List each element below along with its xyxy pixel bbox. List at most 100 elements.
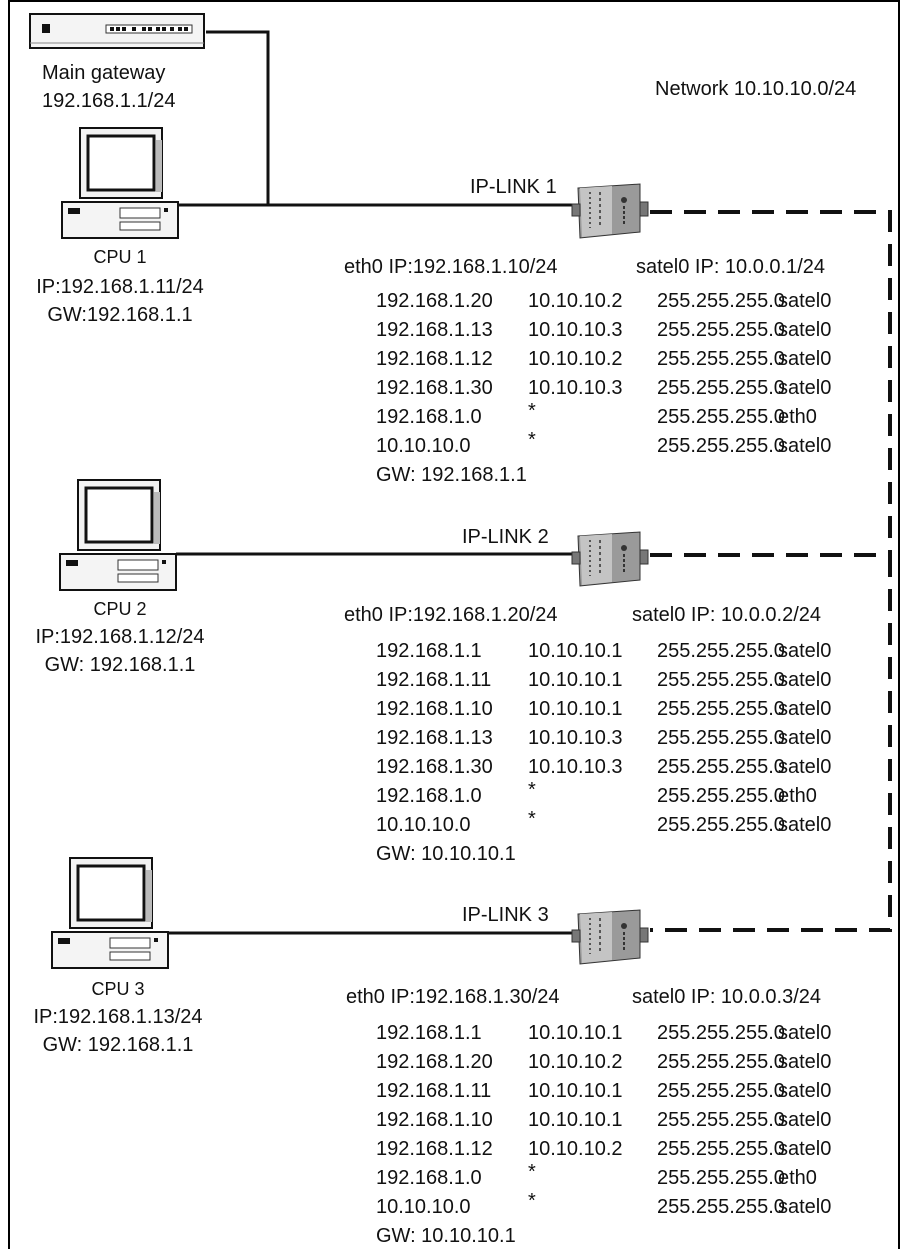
- route-interface: satel0: [778, 756, 832, 778]
- radio-link-3: [650, 555, 892, 932]
- route-interface: satel0: [778, 1080, 832, 1102]
- route-interface: eth0: [778, 1167, 817, 1189]
- route-destination: 192.168.1.12: [376, 1138, 493, 1160]
- radio-modem-icon: [570, 530, 652, 595]
- route-table-2: 192.168.1.1 10.10.10.1 255.255.255.0 sat…: [376, 640, 832, 865]
- route-gateway: 10.10.10.2: [528, 1051, 623, 1073]
- route-interface: satel0: [778, 640, 832, 662]
- route-interface: satel0: [778, 348, 832, 370]
- route-gateway: 10.10.10.3: [528, 319, 623, 341]
- route-netmask: 255.255.255.0: [657, 1138, 785, 1160]
- route-netmask: 255.255.255.0: [657, 698, 785, 720]
- route-destination: 192.168.1.0: [376, 406, 482, 428]
- route-table-1: 192.168.1.20 10.10.10.2 255.255.255.0 sa…: [376, 290, 832, 486]
- route-gateway: 10.10.10.3: [528, 377, 623, 399]
- route-destination: 192.168.1.11: [376, 669, 492, 691]
- route-gateway: 10.10.10.1: [528, 640, 623, 662]
- route-gateway: 10.10.10.2: [528, 290, 623, 312]
- route-gateway: 10.10.10.3: [528, 727, 623, 749]
- route-netmask: 255.255.255.0: [657, 727, 785, 749]
- route-destination: 192.168.1.30: [376, 377, 493, 399]
- route-interface: satel0: [778, 1109, 832, 1131]
- route-interface: satel0: [778, 1051, 832, 1073]
- route-netmask: 255.255.255.0: [657, 1109, 785, 1131]
- cpu-3-name: CPU 3: [91, 979, 145, 999]
- route-interface: satel0: [778, 727, 832, 749]
- route-destination: 10.10.10.0: [376, 814, 471, 836]
- route-gateway: *: [528, 1161, 536, 1183]
- network-label: Network 10.10.10.0/24: [655, 78, 857, 100]
- route-destination: 192.168.1.20: [376, 290, 493, 312]
- route-interface: satel0: [778, 814, 832, 836]
- route-netmask: 255.255.255.0: [657, 435, 785, 457]
- route-netmask: 255.255.255.0: [657, 1196, 785, 1218]
- route-interface: satel0: [778, 1022, 832, 1044]
- ip-link-3-eth0: eth0 IP:192.168.1.30/24: [346, 986, 560, 1008]
- route-destination: 192.168.1.0: [376, 785, 482, 807]
- route-netmask: 255.255.255.0: [657, 377, 785, 399]
- route-destination: 192.168.1.10: [376, 698, 493, 720]
- route-destination: 192.168.1.0: [376, 1167, 482, 1189]
- route-destination: 192.168.1.20: [376, 1051, 493, 1073]
- route-netmask: 255.255.255.0: [657, 814, 785, 836]
- route-interface: satel0: [778, 1196, 832, 1218]
- route-netmask: 255.255.255.0: [657, 1051, 785, 1073]
- route-gateway: 10.10.10.2: [528, 348, 623, 370]
- route-interface: eth0: [778, 785, 817, 807]
- ip-link-3-name: IP-LINK 3: [462, 904, 549, 926]
- route-netmask: 255.255.255.0: [657, 406, 785, 428]
- route-netmask: 255.255.255.0: [657, 640, 785, 662]
- gateway-name: Main gateway: [42, 62, 166, 84]
- ip-link-2-eth0: eth0 IP:192.168.1.20/24: [344, 604, 558, 626]
- cpu-3-ip: IP:192.168.1.13/24: [33, 1006, 203, 1028]
- route-netmask: 255.255.255.0: [657, 319, 785, 341]
- route-netmask: 255.255.255.0: [657, 348, 785, 370]
- route-netmask: 255.255.255.0: [657, 1080, 785, 1102]
- gateway-address: 192.168.1.1/24: [42, 90, 176, 112]
- route-gateway: *: [528, 1190, 536, 1212]
- ip-link-3-satel0: satel0 IP: 10.0.0.3/24: [632, 986, 822, 1008]
- ip-link-1-satel0: satel0 IP: 10.0.0.1/24: [636, 256, 826, 278]
- route-interface: satel0: [778, 290, 832, 312]
- route-gateway: 10.10.10.1: [528, 698, 623, 720]
- route-interface: satel0: [778, 377, 832, 399]
- route-gateway: 10.10.10.1: [528, 669, 623, 691]
- route-gateway: 10.10.10.2: [528, 1138, 623, 1160]
- ip-link-2-satel0: satel0 IP: 10.0.0.2/24: [632, 604, 822, 626]
- route-interface: satel0: [778, 435, 832, 457]
- cpu-2-gw: GW: 192.168.1.1: [44, 654, 196, 676]
- router-icon: [28, 10, 208, 57]
- route-destination: 192.168.1.11: [376, 1080, 492, 1102]
- route-destination: 192.168.1.13: [376, 727, 493, 749]
- route-netmask: 255.255.255.0: [657, 669, 785, 691]
- route-gateway: 10.10.10.1: [528, 1109, 623, 1131]
- route-destination: 192.168.1.10: [376, 1109, 493, 1131]
- route-destination: 10.10.10.0: [376, 435, 471, 457]
- route-netmask: 255.255.255.0: [657, 1167, 785, 1189]
- route-destination: 192.168.1.1: [376, 1022, 482, 1044]
- route-gateway: *: [528, 429, 536, 451]
- cpu-1-ip: IP:192.168.1.11/24: [36, 276, 204, 298]
- route-netmask: 255.255.255.0: [657, 1022, 785, 1044]
- cpu-2-ip: IP:192.168.1.12/24: [35, 626, 205, 648]
- route-gateway: 10.10.10.3: [528, 756, 623, 778]
- cpu-1-name: CPU 1: [93, 247, 147, 267]
- cpu-2-name: CPU 2: [93, 599, 147, 619]
- computer-icon: [56, 476, 180, 599]
- radio-modem-icon: [570, 908, 652, 973]
- route-netmask: 255.255.255.0: [657, 785, 785, 807]
- gateway-wire: [206, 30, 270, 205]
- route-netmask: 255.255.255.0: [657, 756, 785, 778]
- route-destination: 10.10.10.0: [376, 1196, 471, 1218]
- ip-link-1-name: IP-LINK 1: [470, 176, 557, 198]
- route-destination: 192.168.1.30: [376, 756, 493, 778]
- route-table-3: 192.168.1.1 10.10.10.1 255.255.255.0 sat…: [376, 1022, 832, 1247]
- ip-link-2-name: IP-LINK 2: [462, 526, 549, 548]
- route-interface: satel0: [778, 698, 832, 720]
- route-gateway: *: [528, 400, 536, 422]
- route-destination: 192.168.1.12: [376, 348, 493, 370]
- route-destination: 192.168.1.13: [376, 319, 493, 341]
- route-gateway: *: [528, 779, 536, 801]
